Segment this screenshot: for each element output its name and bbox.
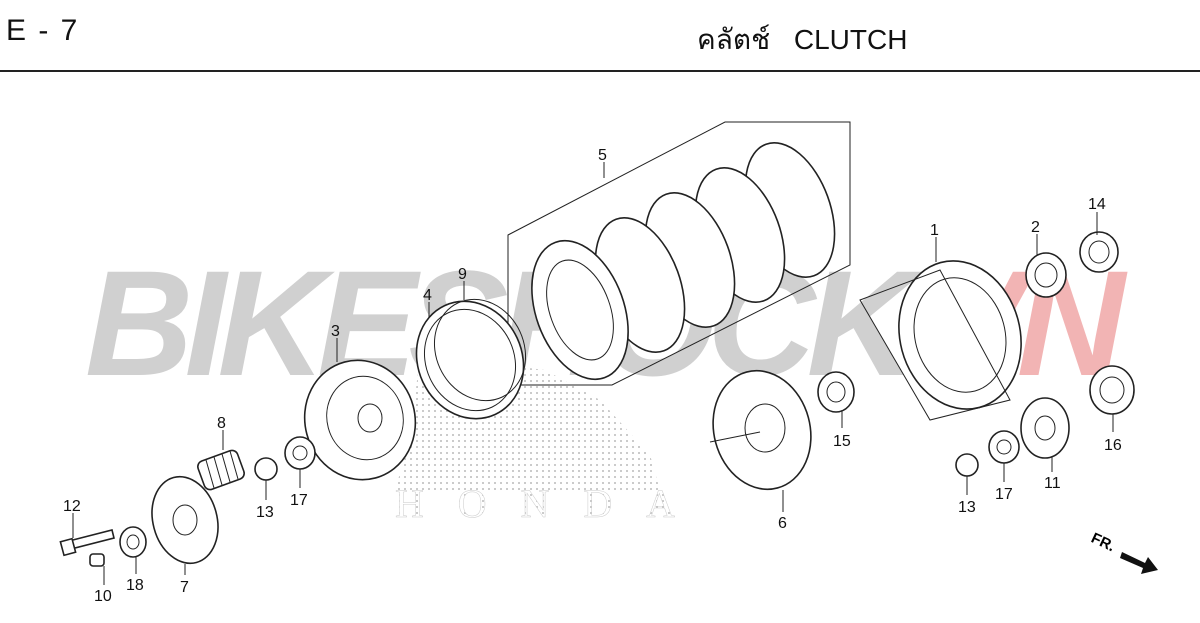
callout-8: 8 [217, 415, 226, 432]
callout-3: 3 [331, 323, 340, 340]
page-title-en: CLUTCH [793, 24, 908, 55]
callout-2: 2 [1031, 219, 1040, 236]
part-7-lifter-plate [151, 475, 219, 565]
front-direction-indicator: FR. [1088, 530, 1158, 574]
part-13-nut-left [254, 457, 278, 481]
callout-1: 1 [930, 222, 939, 239]
callout-9: 9 [458, 266, 467, 283]
part-3-pressure-plate [303, 359, 417, 481]
callout-17-right: 17 [995, 486, 1013, 503]
leader-lines [72, 162, 1114, 585]
callout-17-left: 17 [290, 492, 308, 509]
part-8-spring [197, 449, 245, 491]
callout-11: 11 [1044, 475, 1061, 492]
part-1-clutch-housing [859, 260, 1022, 421]
part-17-washer-left [284, 436, 316, 470]
part-17-washer-right [988, 430, 1020, 464]
part-18-bearing [119, 526, 147, 558]
page-title-thai: คลัตช์ [697, 24, 771, 55]
part-13-nut-right [955, 453, 979, 477]
callout-5: 5 [598, 147, 607, 164]
front-label: FR. [1088, 530, 1117, 556]
callout-12: 12 [63, 498, 81, 515]
part-16-washer [1089, 365, 1135, 415]
callout-10: 10 [94, 588, 112, 605]
page-code: E - 7 [6, 14, 80, 47]
part-10-pin [89, 553, 105, 567]
callout-13-right: 13 [958, 499, 976, 516]
front-arrow-icon [1120, 552, 1158, 574]
part-5-clutch-plates [531, 142, 836, 381]
part-4-9-rings [415, 298, 527, 420]
part-15-washer [817, 371, 855, 413]
part-2-collar [1025, 252, 1067, 298]
part-14-washer [1079, 231, 1119, 273]
part-6-clutch-center [709, 369, 812, 491]
callout-13-left: 13 [256, 504, 274, 521]
callout-14: 14 [1088, 196, 1106, 213]
exploded-parts-diagram: HONDA BIKESHOCK VN [59, 121, 1158, 605]
header: E - 7 คลัตช์ CLUTCH [0, 0, 1200, 72]
callout-18: 18 [126, 577, 144, 594]
callout-15: 15 [833, 433, 851, 450]
part-12-bolt [59, 529, 115, 557]
callout-16: 16 [1104, 437, 1122, 454]
page-title: คลัตช์ CLUTCH [697, 18, 907, 62]
callout-4: 4 [423, 287, 432, 304]
callout-6: 6 [778, 515, 787, 532]
part-11-gear [1020, 397, 1070, 459]
callout-7: 7 [180, 579, 189, 596]
